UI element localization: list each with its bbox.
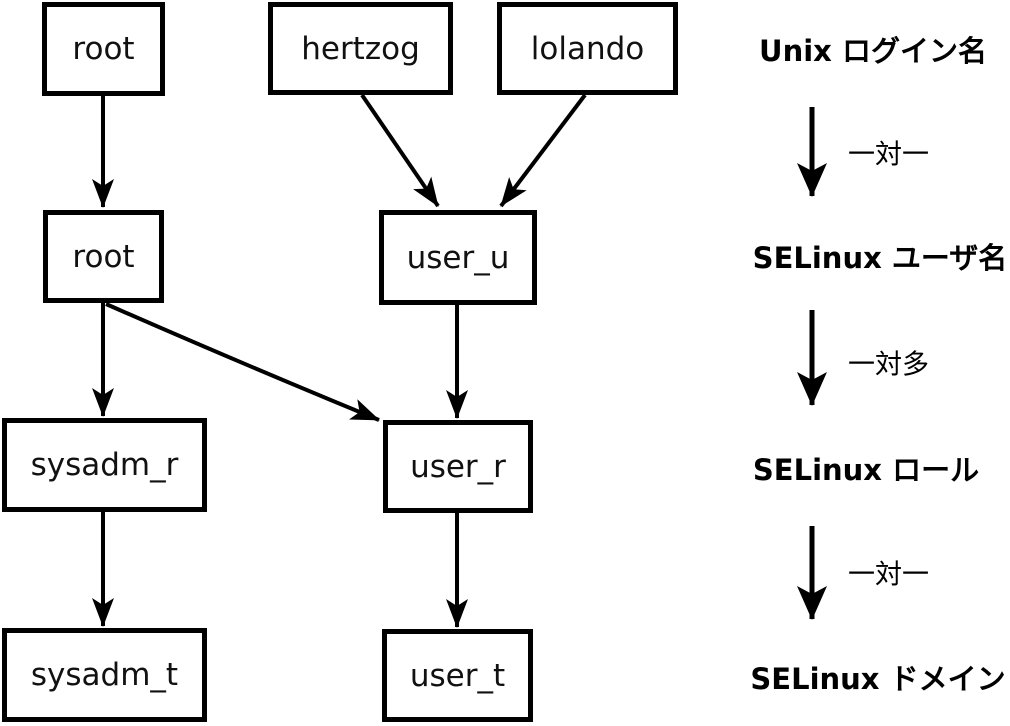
node-selinux-user-root: root (43, 210, 164, 303)
legend-level-selinux-role: SELinux ロール (752, 453, 980, 487)
node-selinux-user-user_u-label: user_u (406, 239, 510, 276)
arrow-lolando-to-user_u (499, 93, 587, 208)
node-selinux-user-user_u: user_u (379, 210, 537, 305)
legend-level-selinux-domain: SELinux ドメイン (750, 662, 1006, 696)
legend-relation-one-to-one-2: 一対一 (848, 559, 929, 591)
node-domain-user_t-label: user_t (409, 657, 506, 694)
node-role-sysadm_r: sysadm_r (2, 418, 207, 512)
arrow-hertzog-to-user_u (360, 93, 440, 208)
node-unix-login-hertzog: hertzog (268, 2, 453, 95)
legend-relation-one-to-many: 一対多 (848, 349, 929, 381)
node-unix-login-root-label: root (72, 31, 135, 67)
arrow-selinux-root-to-user_r (105, 302, 380, 422)
legend-level-unix-login-name: Unix ログイン名 (759, 34, 987, 68)
node-role-sysadm_r-label: sysadm_r (30, 447, 179, 483)
node-unix-login-hertzog-label: hertzog (301, 30, 420, 67)
node-role-user_r: user_r (383, 420, 533, 513)
node-unix-login-lolando: lolando (497, 2, 678, 95)
node-domain-user_t: user_t (382, 629, 533, 722)
node-selinux-user-root-label: root (72, 238, 135, 275)
node-unix-login-lolando-label: lolando (530, 30, 645, 67)
node-domain-sysadm_t-label: sysadm_t (30, 657, 179, 693)
node-role-user_r-label: user_r (410, 448, 506, 485)
legend-relation-one-to-one-1: 一対一 (848, 139, 929, 171)
node-unix-login-root: root (42, 2, 165, 96)
node-domain-sysadm_t: sysadm_t (2, 628, 207, 722)
legend-level-selinux-user-name: SELinux ユーザ名 (752, 241, 1008, 275)
